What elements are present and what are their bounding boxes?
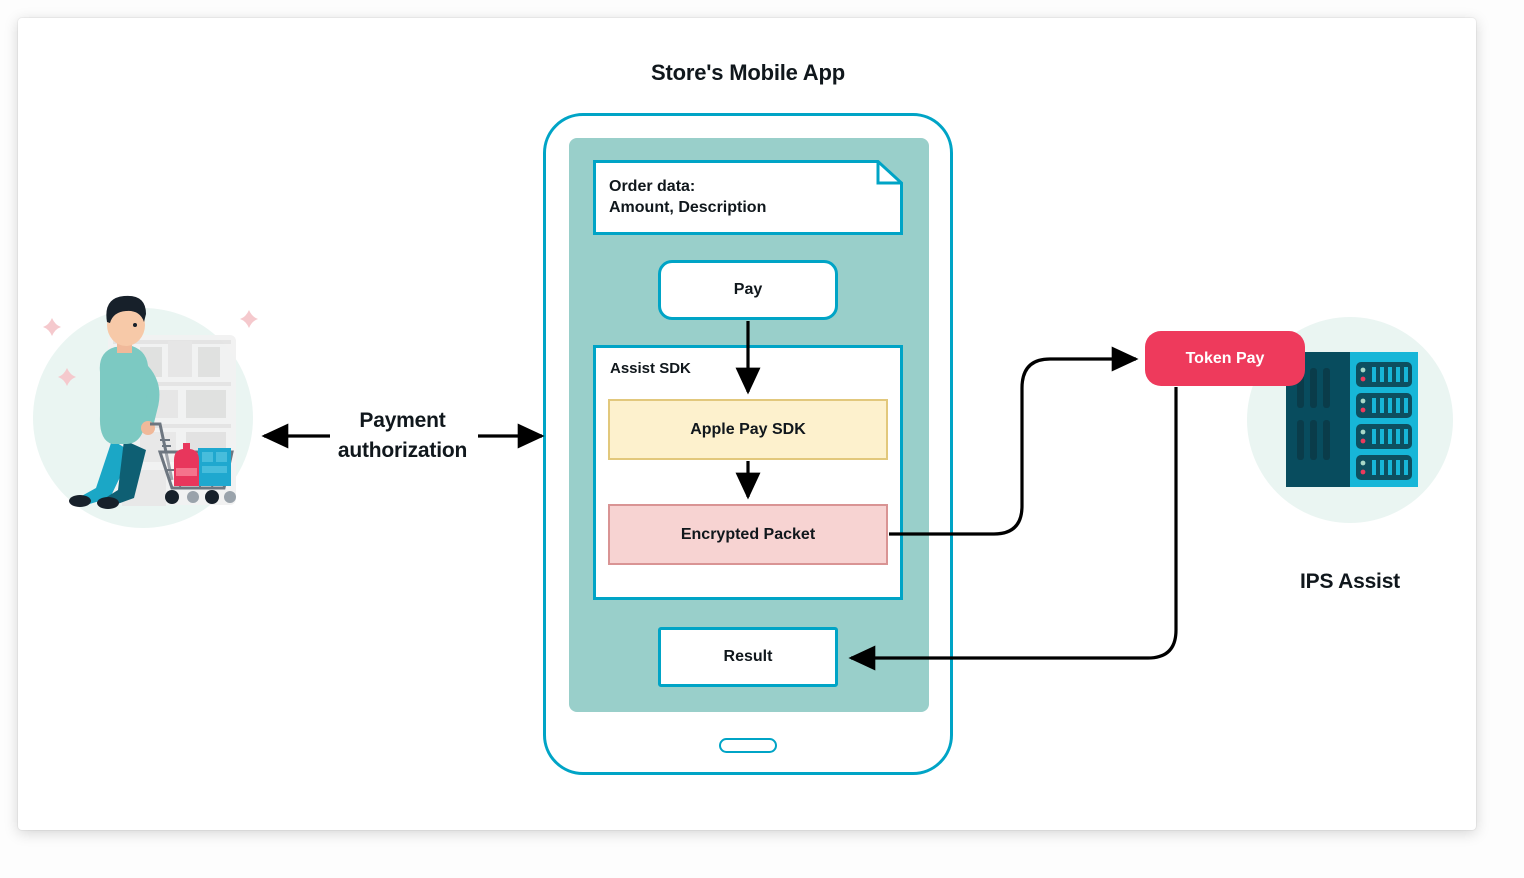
- order-data-text: Order data: Amount, Description: [609, 178, 767, 216]
- ips-assist-label: IPS Assist: [1300, 570, 1400, 593]
- apple-pay-sdk-box: Apple Pay SDK: [608, 399, 888, 460]
- token-pay-badge: Token Pay: [1145, 331, 1305, 386]
- order-data-card: Order data: Amount, Description: [593, 160, 903, 235]
- pay-button[interactable]: Pay: [658, 260, 838, 320]
- encrypted-packet-box: Encrypted Packet: [608, 504, 888, 565]
- page-title: Store's Mobile App: [651, 60, 845, 85]
- result-box: Result: [658, 627, 838, 687]
- payment-authorization-label: Payment authorization: [337, 409, 468, 462]
- home-indicator[interactable]: [719, 738, 777, 753]
- assist-sdk-label: Assist SDK: [610, 360, 691, 377]
